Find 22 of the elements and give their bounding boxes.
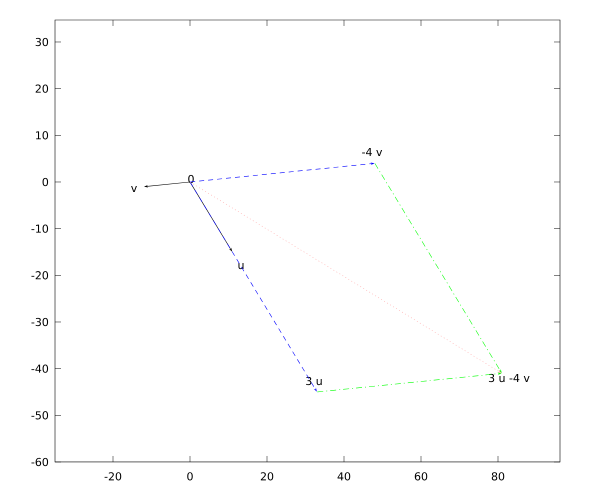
- tick-label: -40: [31, 364, 48, 373]
- tick-label: 30: [36, 38, 48, 46]
- point-label: -4 v: [362, 148, 382, 156]
- tick-label: -30: [31, 318, 48, 326]
- tick-label: 80: [492, 472, 504, 480]
- tick-label: 60: [414, 472, 428, 480]
- point-label: 3 u -4 v: [488, 374, 530, 382]
- tick-label: 10: [36, 131, 48, 140]
- point-label: 3 u: [306, 376, 322, 386]
- tick-label: -50: [31, 411, 48, 420]
- tick-label: -20: [31, 271, 48, 280]
- tick-label: 0: [42, 178, 48, 186]
- point-label: v: [131, 186, 137, 192]
- tick-label: 20: [260, 472, 274, 480]
- tick-label: 40: [338, 472, 350, 480]
- tick-label: 20: [36, 84, 48, 93]
- point-label: u: [238, 262, 244, 270]
- tick-label: -60: [31, 458, 48, 466]
- tick-label: -20: [104, 472, 122, 480]
- tick-label: -10: [31, 224, 48, 233]
- tick-label: 0: [187, 472, 193, 480]
- point-label: 0: [188, 174, 194, 184]
